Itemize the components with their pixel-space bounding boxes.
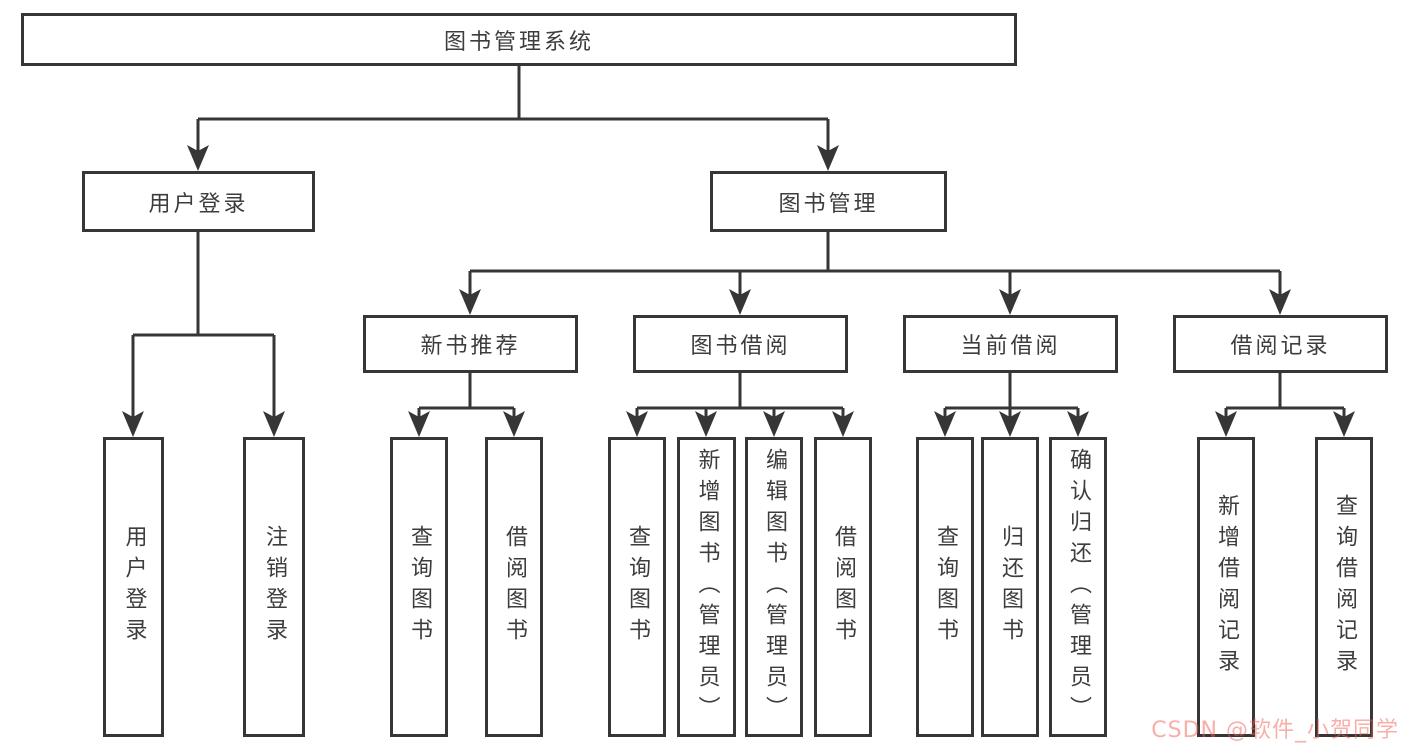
- leaf-borrow-borrow-book-label: 借阅图书: [831, 525, 856, 649]
- leaf-borrow-edit-book-admin-label: 编辑图书（管理员）: [762, 447, 787, 727]
- leaf-record-query-borrow-record-label: 查询借阅记录: [1332, 494, 1357, 680]
- leaf-borrow-query-book-label: 查询图书: [625, 525, 650, 649]
- leaf-newbook-query-book: 查询图书: [390, 437, 448, 737]
- node-borrow-record-label: 借阅记录: [1230, 334, 1331, 359]
- node-root-library-system: 图书管理系统: [21, 13, 1017, 66]
- leaf-record-query-borrow-record: 查询借阅记录: [1315, 437, 1373, 737]
- node-book-borrow: 图书借阅: [633, 315, 848, 373]
- csdn-watermark: CSDN @软件_小贺同学: [1151, 718, 1399, 743]
- leaf-borrow-borrow-book: 借阅图书: [814, 437, 872, 737]
- leaf-current-confirm-return-admin-label: 确认归还（管理员）: [1066, 447, 1091, 727]
- leaf-current-query-book: 查询图书: [916, 437, 974, 737]
- leaf-logout: 注销登录: [243, 437, 305, 737]
- node-user-login-label: 用户登录: [148, 191, 249, 217]
- leaf-current-confirm-return-admin: 确认归还（管理员）: [1049, 437, 1107, 737]
- leaf-current-return-book: 归还图书: [981, 437, 1039, 737]
- leaf-borrow-add-book-admin: 新增图书（管理员）: [677, 437, 736, 737]
- leaf-borrow-query-book: 查询图书: [608, 437, 666, 737]
- node-book-borrow-label: 图书借阅: [690, 334, 791, 359]
- leaf-borrow-add-book-admin-label: 新增图书（管理员）: [694, 447, 720, 727]
- node-book-management-label: 图书管理: [778, 191, 879, 217]
- node-current-borrow-label: 当前借阅: [960, 334, 1061, 359]
- node-new-book-recommend-label: 新书推荐: [420, 334, 521, 359]
- node-new-book-recommend: 新书推荐: [363, 315, 578, 373]
- leaf-current-return-book-label: 归还图书: [998, 525, 1023, 649]
- node-book-management: 图书管理: [710, 171, 947, 232]
- node-root-label: 图书管理系统: [443, 29, 594, 55]
- leaf-logout-label: 注销登录: [262, 525, 287, 649]
- leaf-borrow-edit-book-admin: 编辑图书（管理员）: [745, 437, 803, 737]
- leaf-record-add-borrow-record: 新增借阅记录: [1197, 437, 1255, 737]
- node-user-login: 用户登录: [82, 171, 315, 232]
- leaf-newbook-borrow-book: 借阅图书: [485, 437, 543, 737]
- leaf-current-query-book-label: 查询图书: [933, 525, 958, 649]
- leaf-record-add-borrow-record-label: 新增借阅记录: [1214, 494, 1239, 680]
- leaf-user-login-label: 用户登录: [121, 525, 147, 649]
- node-current-borrow: 当前借阅: [903, 315, 1118, 373]
- leaf-newbook-borrow-book-label: 借阅图书: [502, 525, 527, 649]
- node-borrow-record: 借阅记录: [1173, 315, 1388, 373]
- leaf-newbook-query-book-label: 查询图书: [407, 525, 432, 649]
- leaf-user-login: 用户登录: [103, 437, 164, 737]
